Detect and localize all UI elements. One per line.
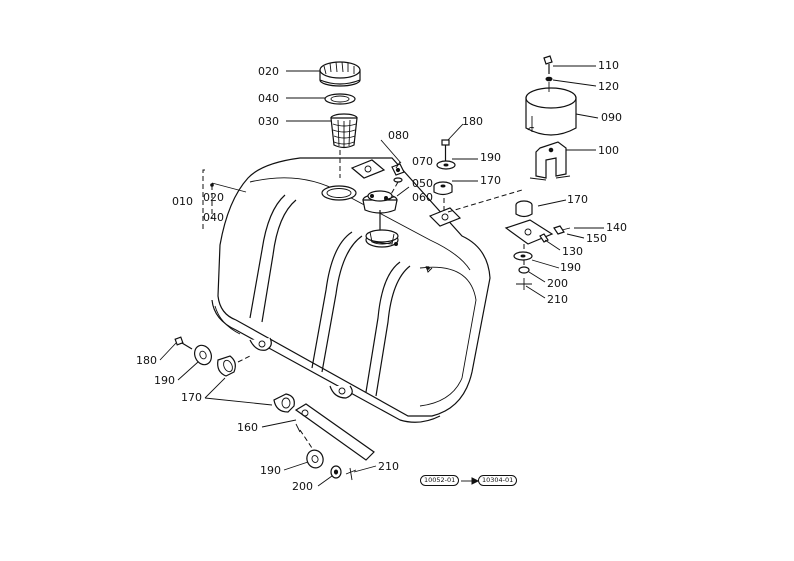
label-110: 110 [598, 59, 619, 72]
label-150: 150 [586, 232, 607, 245]
bottom-strap-hardware [273, 393, 375, 481]
label-080: 080 [388, 129, 409, 142]
label-070: 070 [412, 155, 433, 168]
label-050: 050 [412, 177, 433, 190]
label-090: 090 [601, 111, 622, 124]
label-130: 130 [562, 245, 583, 258]
filler-cap-assembly [319, 61, 361, 178]
fuel-gauge-unit [362, 163, 405, 245]
label-190-top: 190 [480, 151, 501, 164]
label-190-left: 190 [154, 374, 175, 387]
label-060: 060 [412, 191, 433, 204]
label-040-group: 040 [203, 211, 224, 224]
label-180-top: 180 [462, 115, 483, 128]
label-020-group: 020 [203, 191, 224, 204]
label-040: 040 [258, 92, 279, 105]
label-010: 010 [172, 195, 193, 208]
serial-from-badge: 10052-01 [420, 475, 460, 486]
label-030: 030 [258, 115, 279, 128]
label-200-bottom: 200 [292, 480, 313, 493]
label-020: 020 [258, 65, 279, 78]
label-170-right: 170 [567, 193, 588, 206]
label-140: 140 [606, 221, 627, 234]
label-200-right: 200 [547, 277, 568, 290]
label-210-right: 210 [547, 293, 568, 306]
serial-to-badge: 10304-01 [478, 475, 518, 486]
lower-left-mount-hardware [174, 336, 251, 377]
relay-cover-assembly [525, 55, 577, 181]
fuel-tank [211, 157, 523, 423]
label-210-bottom: 210 [378, 460, 399, 473]
label-100: 100 [598, 144, 619, 157]
label-120: 120 [598, 80, 619, 93]
label-180-left: 180 [136, 354, 157, 367]
label-190-bottom: 190 [260, 464, 281, 477]
label-190-right: 190 [560, 261, 581, 274]
label-170-left: 170 [181, 391, 202, 404]
label-170-top: 170 [480, 174, 501, 187]
label-160: 160 [237, 421, 258, 434]
leader-lines [159, 65, 604, 487]
right-mount-hardware [504, 200, 571, 290]
upper-mount-hardware [433, 139, 456, 212]
